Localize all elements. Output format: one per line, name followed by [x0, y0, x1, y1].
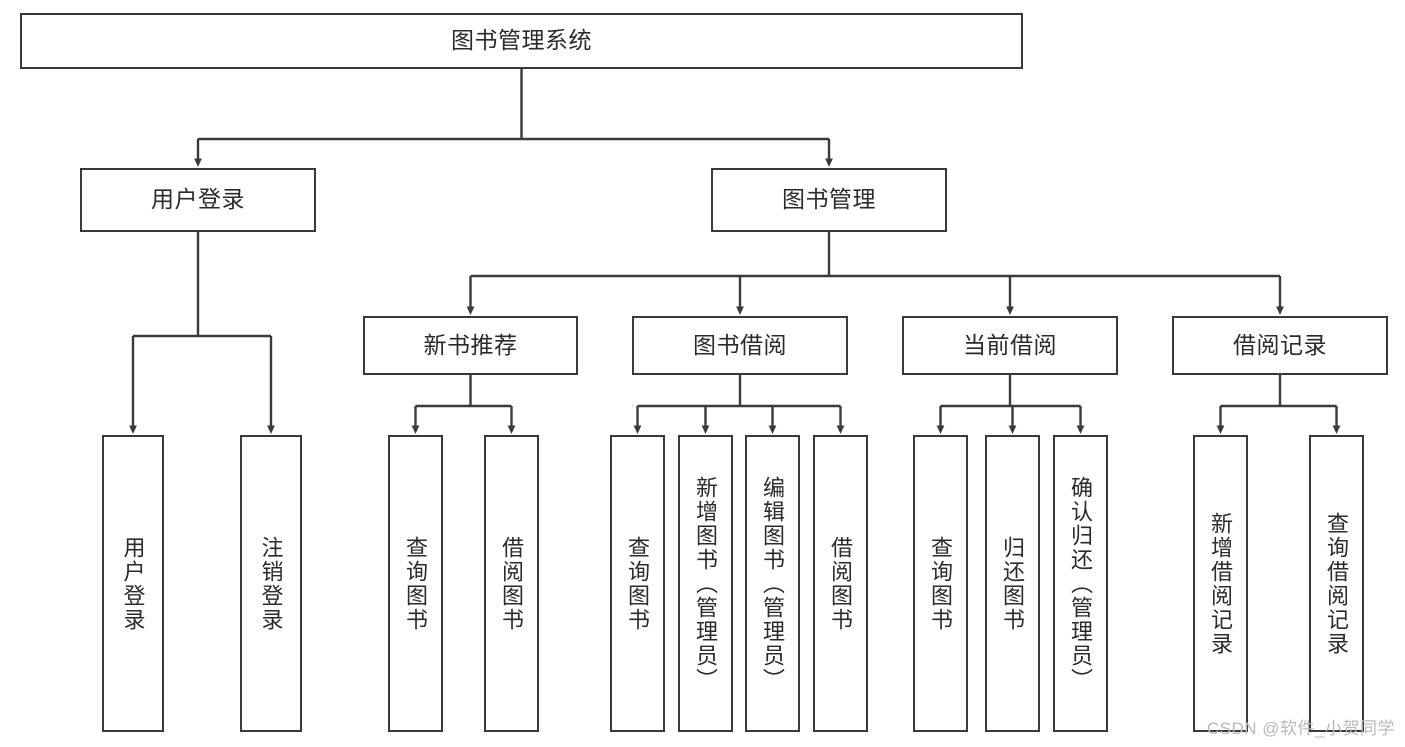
node-label: 用户登录 [151, 186, 245, 213]
node-leaf-confirm-return: 确认归还（管理员） [1053, 435, 1108, 732]
node-label: 注销登录 [258, 535, 284, 632]
node-label: 新增图书（管理员） [693, 475, 719, 692]
node-label: 确认归还（管理员） [1068, 475, 1094, 692]
node-label: 图书管理 [782, 186, 876, 213]
node-label: 查询借阅记录 [1324, 511, 1350, 656]
node-leaf-query-borrow-record: 查询借阅记录 [1309, 435, 1364, 732]
node-leaf-borrow-book: 借阅图书 [813, 435, 868, 732]
node-leaf-add-borrow-record: 新增借阅记录 [1193, 435, 1248, 732]
node-leaf-query-book-current: 查询图书 [913, 435, 968, 732]
node-leaf-query-book-borrow: 查询图书 [610, 435, 665, 732]
node-label: 编辑图书（管理员） [760, 475, 786, 692]
node-leaf-return-book: 归还图书 [985, 435, 1040, 732]
node-label: 新书推荐 [423, 331, 518, 358]
node-root: 图书管理系统 [20, 13, 1023, 69]
node-leaf-query-book-rec: 查询图书 [388, 435, 443, 732]
watermark-text: CSDN @软件_小贺同学 [1206, 719, 1395, 738]
node-leaf-user-login: 用户登录 [102, 435, 164, 732]
node-label: 查询图书 [928, 535, 954, 632]
node-label: 查询图书 [625, 535, 651, 632]
node-current-borrow: 当前借阅 [902, 316, 1118, 375]
node-label: 借阅图书 [499, 535, 525, 632]
node-label: 用户登录 [120, 535, 146, 632]
node-label: 归还图书 [1000, 535, 1026, 632]
node-book-manage: 图书管理 [711, 168, 947, 232]
node-label: 借阅记录 [1233, 331, 1327, 358]
node-new-book-recommend: 新书推荐 [363, 316, 578, 375]
node-borrow-record: 借阅记录 [1172, 316, 1388, 375]
node-leaf-logout: 注销登录 [240, 435, 302, 732]
node-label: 借阅图书 [828, 535, 854, 632]
node-leaf-edit-book: 编辑图书（管理员） [745, 435, 800, 732]
node-leaf-add-book: 新增图书（管理员） [678, 435, 733, 732]
node-book-borrow: 图书借阅 [632, 316, 848, 375]
node-label: 查询图书 [403, 535, 429, 632]
node-label: 新增借阅记录 [1208, 511, 1234, 656]
node-label: 图书管理系统 [451, 27, 592, 54]
node-user-login: 用户登录 [80, 168, 316, 232]
node-label: 图书借阅 [693, 331, 787, 358]
node-label: 当前借阅 [963, 331, 1057, 358]
node-leaf-borrow-book-rec: 借阅图书 [484, 435, 539, 732]
